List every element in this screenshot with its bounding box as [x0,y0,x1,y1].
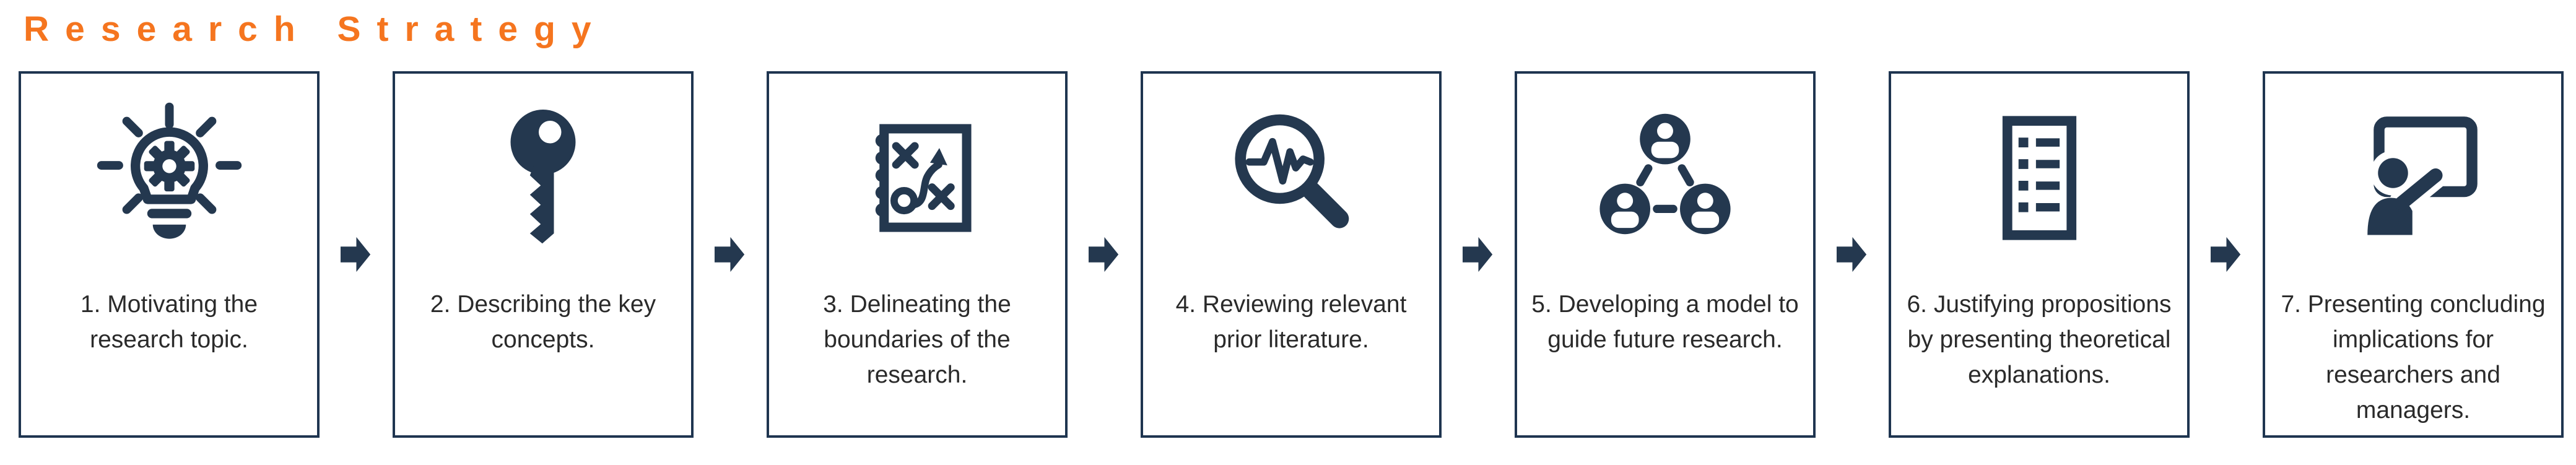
step-label-line: boundaries of the [824,326,1011,353]
step-box-1: 1. Motivating the research topic. [19,71,320,438]
step-box-5: 5. Developing a model to guide future re… [1515,71,1816,438]
step-label-line: managers. [2356,397,2471,424]
research-strategy-flow: 1. Motivating the research topic. 2. Des… [19,71,2576,438]
step-label-line: explanations. [1968,362,2110,388]
presentation-icon [2265,74,2561,278]
step-label-line: 3. Delineating the [823,291,1011,318]
step-box-3: 3. Delineating the boundaries of the res… [767,71,1068,438]
step-label: 1. Motivating the research topic. [80,287,258,357]
step-label-line: concepts. [491,326,595,353]
step-label: 4. Reviewing relevant prior literature. [1176,287,1407,357]
flow-arrow-icon [694,235,767,274]
step-label: 5. Developing a model to guide future re… [1531,287,1798,357]
people-network-icon [1517,74,1813,278]
step-label-line: researchers and [2326,362,2500,388]
flow-arrow-icon [2190,235,2263,274]
step-label-line: research topic. [90,326,248,353]
strategy-plan-icon [769,74,1065,278]
lightbulb-gear-icon [21,74,317,278]
step-label: 6. Justifying propositions by presenting… [1907,287,2171,393]
step-label-line: 5. Developing a model to [1531,291,1799,318]
flow-arrow-icon [1442,235,1515,274]
step-label-line: 4. Reviewing relevant [1175,291,1407,318]
step-label-line: research. [866,362,968,388]
key-icon [395,74,691,278]
step-box-4: 4. Reviewing relevant prior literature. [1141,71,1442,438]
page-title: Research Strategy [24,9,607,49]
checklist-icon [1891,74,2187,278]
step-label-line: guide future research. [1547,326,1783,353]
flow-arrow-icon [1816,235,1889,274]
step-label: 3. Delineating the boundaries of the res… [823,287,1011,393]
step-label-line: prior literature. [1213,326,1369,353]
step-box-6: 6. Justifying propositions by presenting… [1889,71,2190,438]
step-label-line: 7. Presenting concluding [2281,291,2546,318]
step-box-7: 7. Presenting concluding implications fo… [2263,71,2564,438]
flow-arrow-icon [1068,235,1141,274]
step-box-2: 2. Describing the key concepts. [393,71,694,438]
step-label-line: 1. Motivating the [80,291,258,318]
magnifier-pulse-icon [1143,74,1439,278]
step-label: 7. Presenting concluding implications fo… [2281,287,2545,428]
step-label-line: 2. Describing the key [430,291,656,318]
step-label-line: by presenting theoretical [1907,326,2171,353]
step-label-line: implications for [2332,326,2494,353]
step-label-line: 6. Justifying propositions [1907,291,2172,318]
step-label: 2. Describing the key concepts. [430,287,656,357]
flow-arrow-icon [320,235,393,274]
